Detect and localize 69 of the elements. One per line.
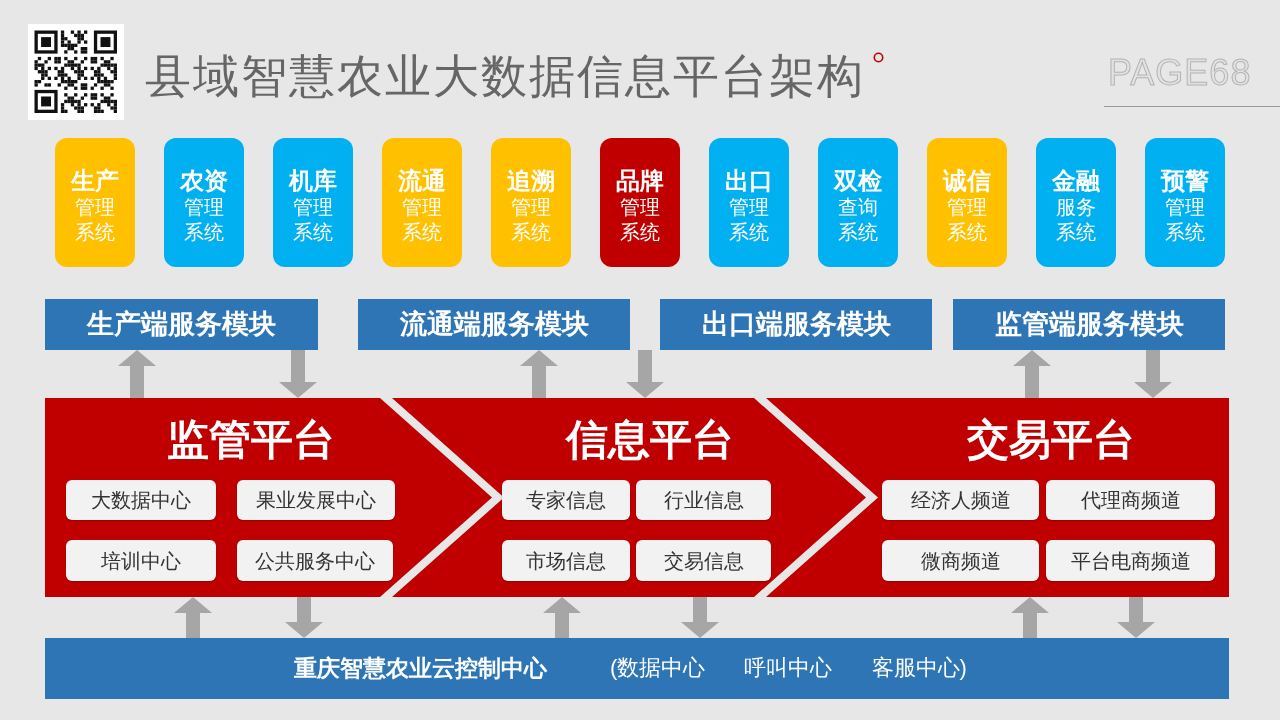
system-tile (491, 138, 571, 267)
bar-heading: 重庆智慧农业云控制中心 (294, 654, 547, 682)
block-arrow (1134, 350, 1172, 398)
tile-heading: 品牌 (616, 166, 664, 195)
system-tile (1036, 138, 1116, 267)
module-bar: 流通端服务模块 (358, 299, 630, 350)
feature-box: 市场信息 (502, 540, 630, 581)
tile-heading: 农资 (180, 166, 228, 195)
system-tile (709, 138, 789, 267)
module-bar: 生产端服务模块 (45, 299, 318, 350)
feature-box: 平台电商频道 (1046, 540, 1215, 581)
chevron-panel (766, 398, 1229, 597)
system-tile (55, 138, 135, 267)
feature-box: 果业发展中心 (237, 480, 395, 520)
block-arrow (1117, 597, 1155, 638)
tile-subtitle: 管理系统 (946, 194, 988, 245)
feature-box: 大数据中心 (66, 480, 216, 520)
module-bar: 监管端服务模块 (953, 299, 1225, 350)
page-title: 县域智慧农业大数据信息平台架构 (145, 50, 865, 102)
bar-subtitle: (数据中心 呼叫中心 客服中心) (610, 654, 967, 682)
module-bar: 出口端服务模块 (660, 299, 932, 350)
feature-box: 微商频道 (882, 540, 1039, 581)
system-tile (164, 138, 244, 267)
tile-subtitle: 管理系统 (510, 194, 552, 245)
block-arrow (681, 597, 719, 638)
platform-heading: 交易平台 (966, 415, 1136, 465)
system-tile (818, 138, 898, 267)
tile-heading: 出口 (725, 166, 773, 195)
feature-box: 交易信息 (636, 540, 771, 581)
tile-heading: 诚信 (943, 166, 991, 195)
platform-heading: 监管平台 (166, 415, 336, 465)
tile-heading: 生产 (71, 166, 119, 195)
feature-box: 专家信息 (502, 480, 630, 520)
block-arrow (174, 597, 212, 638)
system-tile (600, 138, 680, 267)
block-arrow (626, 350, 664, 398)
tile-heading: 机库 (289, 166, 337, 195)
system-tile (1145, 138, 1225, 267)
tile-subtitle: 管理系统 (728, 194, 770, 245)
tile-subtitle: 管理系统 (1164, 194, 1206, 245)
tile-subtitle: 管理系统 (183, 194, 225, 245)
block-arrow (1013, 350, 1051, 398)
tile-heading: 追溯 (507, 166, 555, 195)
tile-subtitle: 管理系统 (292, 194, 334, 245)
platform-heading: 信息平台 (564, 415, 735, 465)
system-tile (273, 138, 353, 267)
block-arrow (1011, 597, 1049, 638)
tile-heading: 金融 (1052, 166, 1100, 195)
block-arrow (118, 350, 156, 398)
block-arrow (285, 597, 323, 638)
block-arrow (543, 597, 581, 638)
feature-box: 行业信息 (636, 480, 771, 520)
tile-subtitle: 管理系统 (74, 194, 116, 245)
system-tile (927, 138, 1007, 267)
tile-subtitle: 服务系统 (1055, 194, 1097, 245)
tile-heading: 预警 (1161, 166, 1209, 195)
block-arrow (520, 350, 558, 398)
feature-box: 公共服务中心 (237, 540, 393, 581)
tile-subtitle: 查询系统 (837, 194, 879, 245)
block-arrow (279, 350, 317, 398)
control-center-bar (45, 638, 1229, 699)
feature-box: 培训中心 (66, 540, 216, 581)
tile-subtitle: 管理系统 (401, 194, 443, 245)
feature-box: 代理商频道 (1046, 480, 1215, 520)
tile-subtitle: 管理系统 (619, 194, 661, 245)
tile-heading: 流通 (398, 166, 446, 195)
system-tile (382, 138, 462, 267)
feature-box: 经济人频道 (882, 480, 1039, 520)
tile-heading: 双检 (834, 166, 882, 195)
